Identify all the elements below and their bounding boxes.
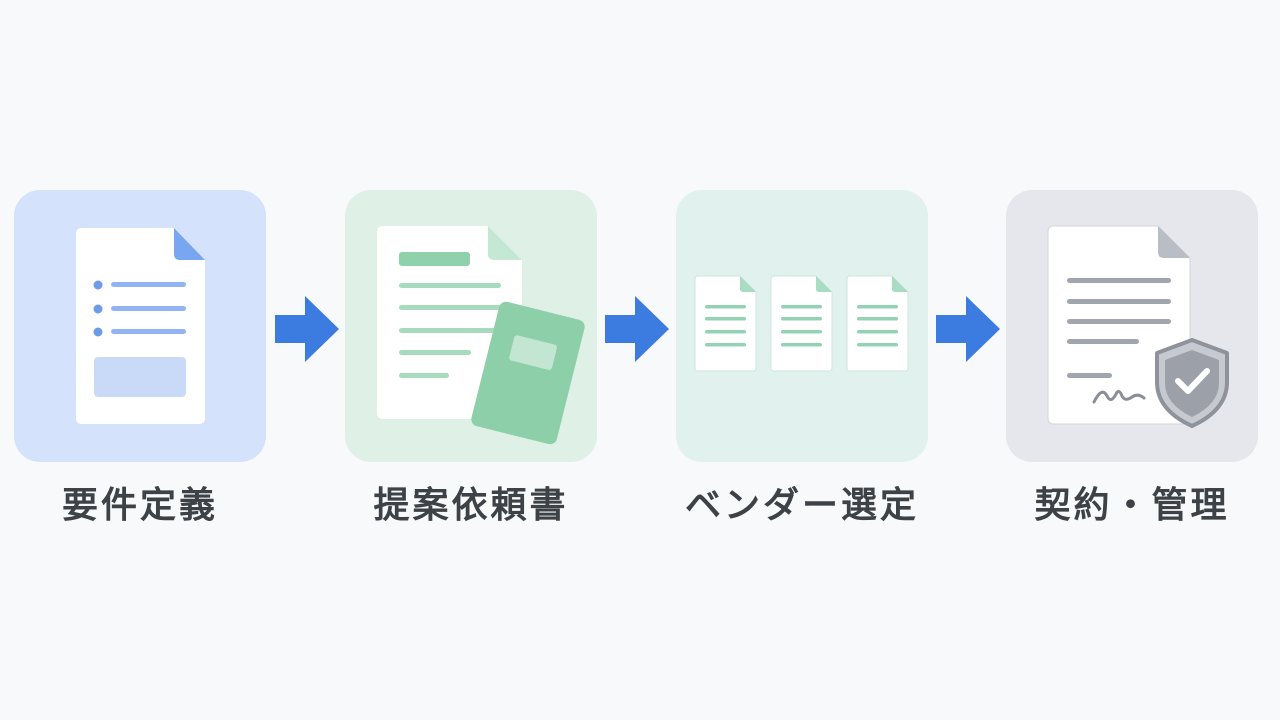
step-rfp: 提案依頼書	[345, 190, 597, 526]
step-contract-management-card	[1006, 190, 1258, 462]
signed-contract-shield-icon	[1047, 225, 1229, 428]
right-arrow-icon	[275, 296, 339, 362]
right-arrow-icon	[936, 296, 1000, 362]
step-rfp-card	[345, 190, 597, 462]
vendor-proposals-icon	[694, 275, 909, 372]
step-vendor-selection: ベンダー選定	[676, 190, 928, 526]
proposal-document-icon	[694, 275, 757, 372]
step-vendor-selection-card	[676, 190, 928, 462]
step-vendor-selection-label: ベンダー選定	[684, 485, 919, 526]
right-arrow-icon	[605, 296, 669, 362]
step-requirements-label: 要件定義	[61, 485, 218, 526]
step-rfp-label: 提案依頼書	[373, 485, 569, 526]
step-requirements-card	[14, 190, 266, 462]
proposal-document-icon	[770, 275, 833, 372]
shield-check-icon	[1155, 338, 1229, 428]
step-requirements: 要件定義	[14, 190, 266, 526]
proposal-document-icon	[846, 275, 909, 372]
requirements-document-icon	[76, 228, 205, 424]
step-contract-management: 契約・管理	[1006, 190, 1258, 526]
step-contract-management-label: 契約・管理	[1034, 485, 1230, 526]
rfp-document-icon	[377, 226, 585, 445]
